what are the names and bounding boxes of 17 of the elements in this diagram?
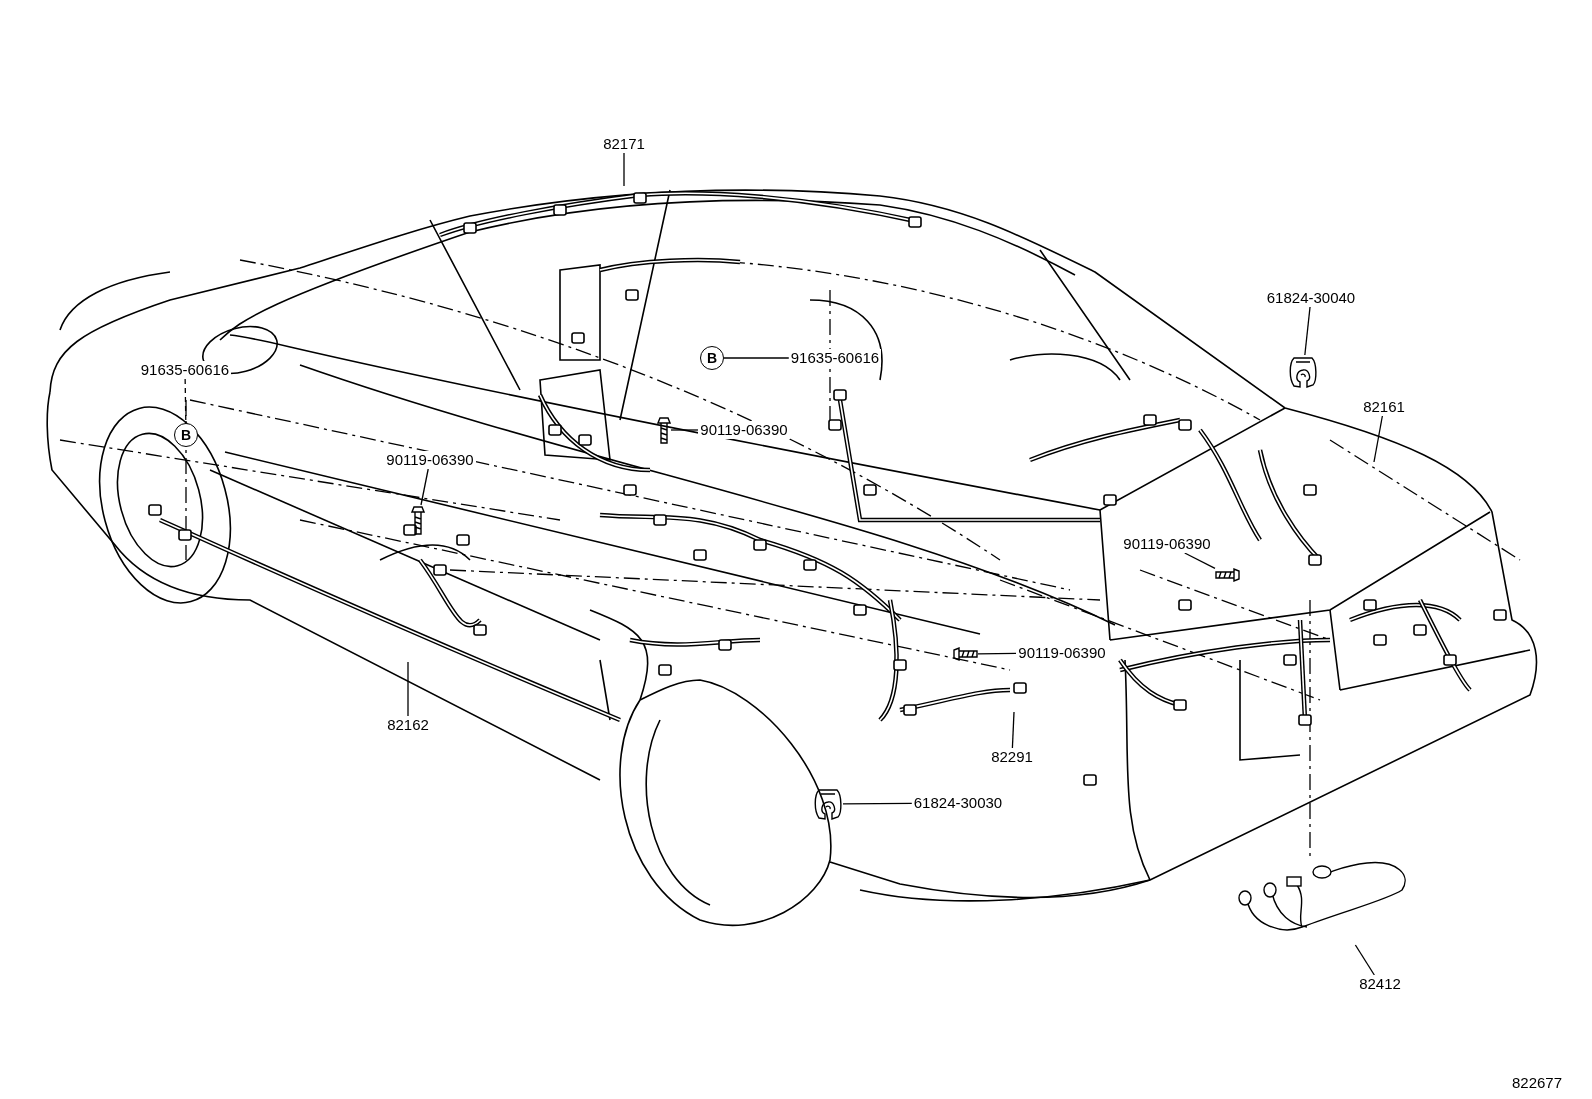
leader-line (1011, 711, 1015, 749)
leader-line (420, 468, 429, 506)
part-number: 91635-60616 (788, 349, 882, 367)
leader-line (842, 802, 913, 805)
circled-letter: B (174, 423, 198, 447)
leader-line (1354, 944, 1375, 976)
circled-letter: B (700, 346, 724, 370)
leader-line (407, 661, 409, 717)
part-number: 90119-06390 (698, 421, 790, 439)
leader-line (723, 357, 790, 359)
leader-line (1373, 415, 1383, 463)
leader-line (1184, 552, 1216, 570)
leader-line (977, 652, 1017, 655)
figure-number: 822677 (1512, 1074, 1563, 1091)
leader-line (623, 152, 625, 187)
leader-line (670, 429, 699, 431)
part-number: 90119-06390 (384, 451, 476, 469)
